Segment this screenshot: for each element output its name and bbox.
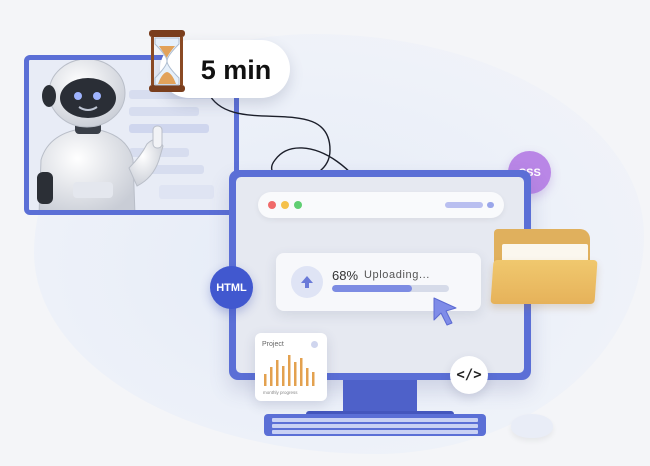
address-placeholder bbox=[445, 202, 483, 208]
upload-status: Uploading... bbox=[364, 269, 430, 281]
project-title: Project bbox=[262, 341, 284, 348]
timer-label: 5 min bbox=[200, 55, 272, 85]
keyboard-row bbox=[272, 430, 478, 434]
folder-front bbox=[490, 260, 598, 304]
keyboard-row bbox=[272, 424, 478, 428]
project-bar-chart bbox=[264, 355, 315, 386]
placeholder-line bbox=[129, 90, 214, 99]
upload-arrow-icon[interactable] bbox=[291, 266, 323, 298]
menu-indicator bbox=[487, 202, 494, 208]
html-badge: HTML bbox=[210, 266, 253, 309]
mouse bbox=[511, 414, 553, 438]
keyboard bbox=[264, 414, 486, 436]
placeholder-block bbox=[159, 185, 214, 199]
monitor-stand bbox=[343, 380, 417, 414]
code-icon: </> bbox=[450, 356, 488, 394]
upload-progress-fill bbox=[332, 285, 412, 292]
cursor-icon bbox=[433, 297, 457, 326]
minimize-window-dot[interactable] bbox=[281, 201, 289, 209]
upload-progress-bar bbox=[332, 285, 449, 292]
placeholder-line bbox=[129, 165, 204, 174]
project-menu-dot bbox=[311, 341, 318, 348]
placeholder-line bbox=[129, 107, 199, 116]
keyboard-row bbox=[272, 418, 478, 422]
placeholder-line bbox=[129, 124, 209, 133]
robot-illustration bbox=[37, 60, 164, 210]
close-window-dot[interactable] bbox=[268, 201, 276, 209]
hourglass-icon bbox=[149, 30, 185, 92]
maximize-window-dot[interactable] bbox=[294, 201, 302, 209]
upload-percent: 68% bbox=[332, 268, 359, 283]
project-caption: monthly progress bbox=[263, 390, 298, 395]
